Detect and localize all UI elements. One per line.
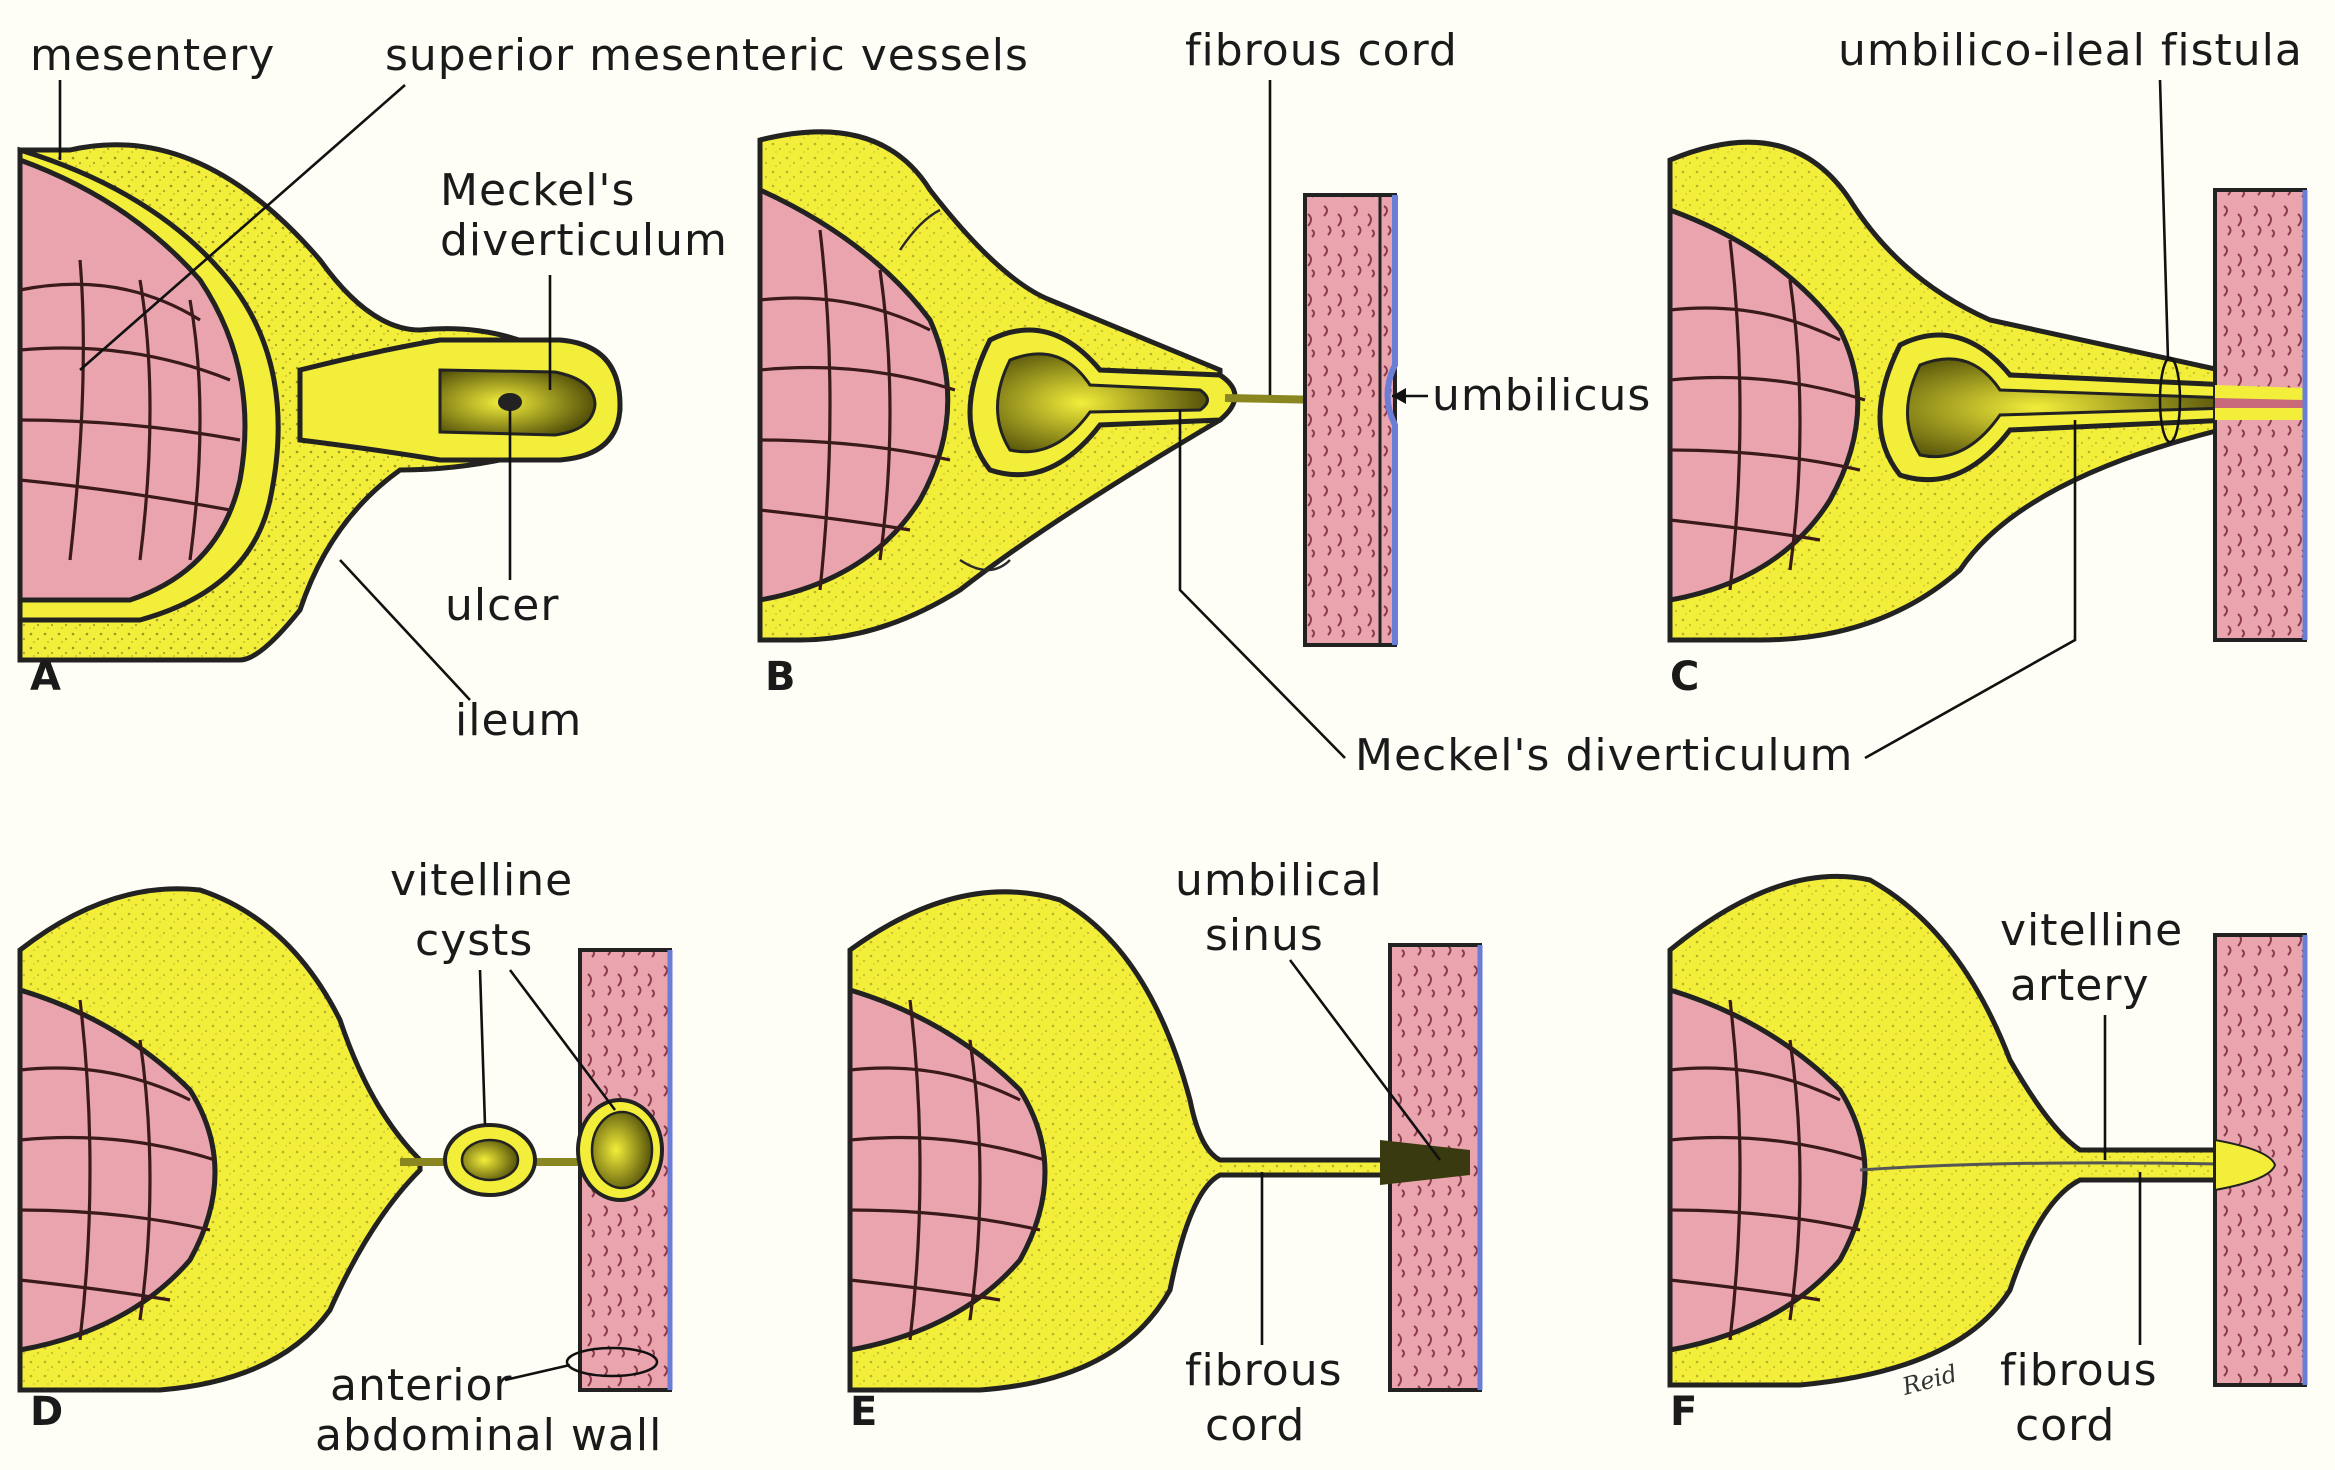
leader-cyst-1: [478, 969, 487, 1126]
leader-meckels-c: [1864, 420, 2077, 760]
label-vitelline-d: vitelline: [390, 855, 573, 906]
panel-letter-f: F: [1670, 1389, 1697, 1435]
label-anterior: anterior: [330, 1360, 513, 1411]
vessel-net-b: [759, 229, 956, 591]
label-fibrous-f: fibrous: [2000, 1345, 2158, 1396]
panel-letter-e: E: [850, 1389, 877, 1435]
label-superior-mesenteric-vessels: superior mesenteric vessels: [385, 30, 1029, 81]
label-meckels-a2: diverticulum: [440, 215, 728, 266]
label-abdominal-wall: abdominal wall: [315, 1410, 662, 1461]
panel-letter-d: D: [30, 1389, 63, 1435]
label-cysts: cysts: [415, 915, 533, 966]
label-umbilicus: umbilicus: [1432, 370, 1651, 421]
panel-letter-b: B: [765, 654, 796, 700]
panel-e: umbilical sinus fibrous cord E: [847, 855, 1483, 1451]
label-vitelline-f: vitelline: [2000, 905, 2183, 956]
leader-meckels-b: [1178, 410, 1346, 759]
label-mesentery: mesentery: [30, 30, 275, 81]
panel-b: fibrous cord umbilicus B: [757, 25, 1651, 700]
label-umbilical: umbilical: [1175, 855, 1383, 906]
leader-vessels: [79, 84, 406, 371]
fistula-ring: [2158, 356, 2182, 444]
vessel-net-f: [1669, 999, 1866, 1341]
shared-meckels-label: Meckel's diverticulum: [1178, 410, 2077, 781]
panel-letter-c: C: [1670, 654, 1699, 700]
label-meckels-diverticulum-shared: Meckel's diverticulum: [1355, 730, 1853, 781]
wall-ring-d: [565, 1346, 659, 1378]
vessel-net-c: [1669, 239, 1866, 591]
intestine-mass-d: [17, 986, 218, 1353]
label-ileum: ileum: [455, 695, 582, 746]
panel-letter-a: A: [30, 654, 61, 700]
label-artery: artery: [2010, 960, 2150, 1011]
panel-c: umbilico-ileal fistula C: [1667, 25, 2308, 700]
leader-cyst-2: [508, 969, 617, 1111]
label-sinus: sinus: [1205, 910, 1324, 961]
label-ulcer: ulcer: [445, 580, 559, 631]
label-fibrous-e: fibrous: [1185, 1345, 1343, 1396]
intestine-mass-e: [847, 986, 1048, 1353]
panel-a: mesentery superior mesenteric vessels Me…: [17, 30, 1029, 746]
label-fibrous-cord-b: fibrous cord: [1185, 25, 1458, 76]
leader-sinus: [1288, 959, 1442, 1161]
label-umbilico-ileal-fistula: umbilico-ileal fistula: [1838, 25, 2303, 76]
intestine-mass-f: [1667, 986, 1868, 1353]
leader-fistula: [2158, 79, 2170, 361]
panel-d: vitelline cysts anterior abdominal wall …: [17, 855, 673, 1461]
label-cord-f: cord: [2015, 1400, 2115, 1451]
ulcer-spot: [498, 393, 522, 411]
vessel-net-d: [19, 999, 216, 1341]
label-cord-e: cord: [1205, 1400, 1305, 1451]
leader-abdominal-wall: [504, 1363, 571, 1382]
leader-ileum: [339, 559, 471, 701]
vessel-net-e: [849, 999, 1046, 1341]
intestine-mass-b: [757, 186, 951, 603]
panel-f: vitelline artery fibrous cord Reid F: [1667, 873, 2308, 1451]
label-meckels-a1: Meckel's: [440, 165, 635, 216]
mesenteric-vessel-net: [19, 259, 241, 561]
